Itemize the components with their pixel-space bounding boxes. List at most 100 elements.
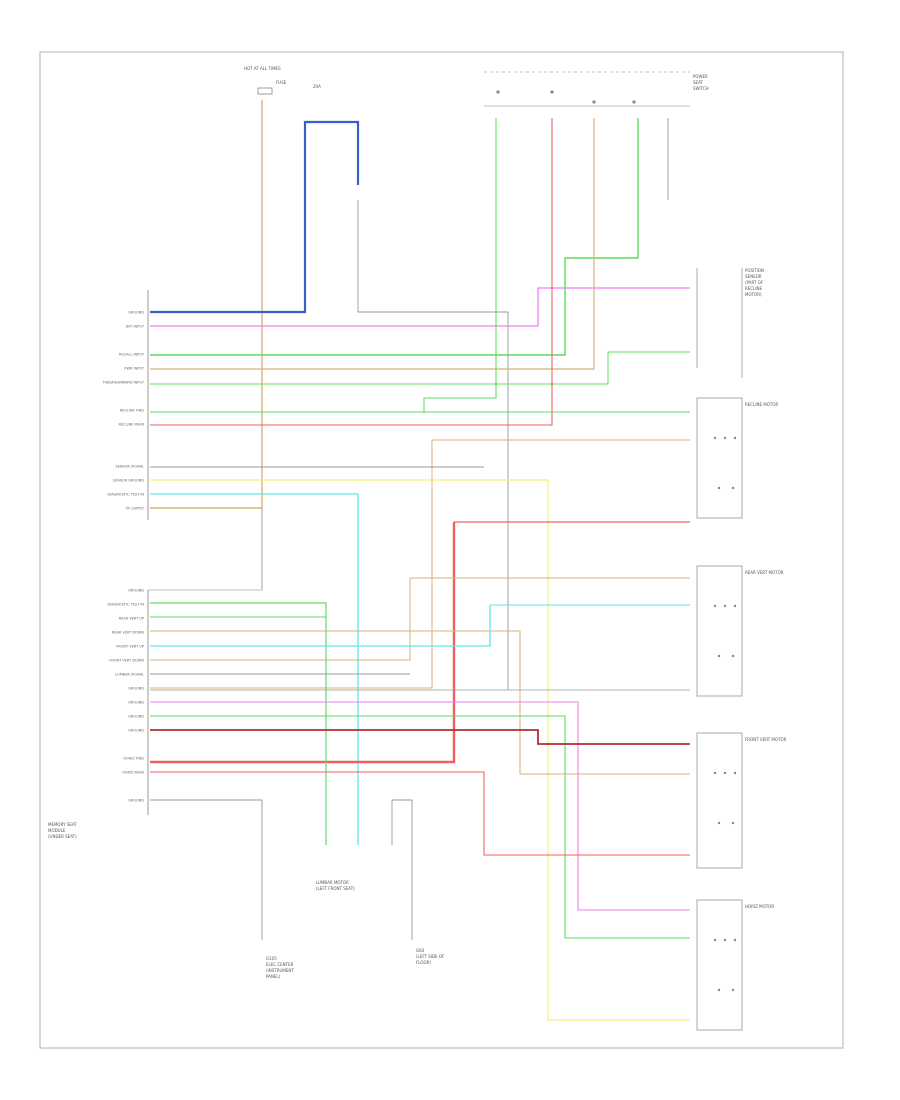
bottom-left-1: ELEC CENTER <box>266 962 294 967</box>
sensor-label-3: RECLINE <box>745 286 763 291</box>
module-pin-upper-0: GROUND <box>128 311 144 315</box>
motor-terminal-1-4 <box>731 654 735 658</box>
control-module: MEMORY SEAT MODULE (UNDER SEAT) <box>48 290 262 839</box>
motor-label-0: RECLINE MOTOR <box>745 402 778 407</box>
module-pins-lower: GROUND DIAGNOSTIC TEST IN REAR VERT UP REAR… <box>107 589 144 803</box>
module-pin-upper-4: PWR INPUT <box>124 367 144 371</box>
module-title-1: MODULE <box>48 828 66 833</box>
wire-tan-fuse <box>150 100 263 509</box>
wire-blue <box>150 120 360 314</box>
module-pin-lower-12: HORIZ FWD <box>123 757 144 761</box>
wire-gray-g60 <box>391 799 413 940</box>
bottom-connectors: G105 ELEC CENTER (INSTRUMENT PANEL) LUMB… <box>266 880 445 979</box>
motor-terminal-0-4 <box>731 486 735 490</box>
bottom-right-0: G60 <box>416 948 425 953</box>
motor-terminal-1-3 <box>717 654 721 658</box>
motor-label-1: REAR VERT MOTOR <box>745 570 784 575</box>
diagram-frame <box>39 51 844 1049</box>
wire-red-thick <box>150 522 456 764</box>
bottom-right-1: (LEFT SIDE OF <box>416 954 445 959</box>
module-pin-upper-14: 5V SUPPLY <box>126 507 145 511</box>
module-pin-upper-1: BAT INPUT <box>126 325 145 329</box>
module-pin-lower-3: REAR VERT DOWN <box>112 631 145 635</box>
motor-terminal-0-2 <box>733 436 737 440</box>
switch-label-0: POWER <box>693 74 708 79</box>
module-pin-lower-6: LUMBAR SIGNAL <box>115 673 144 677</box>
wire-cyan <box>150 493 359 845</box>
sensor-label-0: POSITION <box>745 268 764 273</box>
wire-tan-front-2 <box>150 578 411 661</box>
power-seat-switch: POWER SEAT SWITCH <box>484 71 709 107</box>
fuse-amp: 20A <box>313 84 321 89</box>
module-pin-lower-5: FRONT VERT DOWN <box>109 659 144 663</box>
module-pin-upper-8: RECLINE REAR <box>119 423 145 427</box>
module-pin-lower-2: REAR VERT UP <box>119 617 144 621</box>
module-pin-lower-1: DIAGNOSTIC TEST IN <box>107 603 144 607</box>
bottom-mid-1: (LEFT FRONT SEAT) <box>316 886 355 891</box>
module-pin-upper-12: SENSOR GROUND <box>113 479 145 483</box>
fuse: HOT AT ALL TIMES FUSE 20A <box>244 66 321 95</box>
module-pin-lower-10: GROUND <box>128 729 144 733</box>
module-pin-lower-15: GROUND <box>128 799 144 803</box>
wire-gray-ground <box>150 799 263 940</box>
fuse-label: FUSE <box>276 80 287 85</box>
module-pins-upper: GROUND BAT INPUT RECALL INPUT PWR INPUT FWD/… <box>103 311 145 511</box>
wire-red-1 <box>150 118 553 426</box>
motor-terminal-3-1 <box>723 938 727 942</box>
motor-terminal-1-0 <box>713 604 717 608</box>
sensor-label-4: MOTOR) <box>745 292 762 297</box>
module-pin-upper-13: DIAGNOSTIC TEST IN <box>107 493 144 497</box>
motor-terminal-1-1 <box>723 604 727 608</box>
module-pin-upper-5: FWD/REARWARD INPUT <box>103 381 145 385</box>
motor-terminal-0-0 <box>713 436 717 440</box>
module-pin-lower-4: FRONT VERT UP <box>116 645 144 649</box>
sensor-label-1: SENSOR <box>745 274 762 279</box>
wire-tan-lower <box>150 440 433 689</box>
bottom-left-3: PANEL) <box>266 974 281 979</box>
wire-darkred <box>150 729 690 745</box>
motor-box-3 <box>696 899 743 1031</box>
module-pin-lower-9: GROUND <box>128 715 144 719</box>
motor-box-1 <box>696 565 743 697</box>
wire-yellow <box>150 479 690 1021</box>
wire-green-2 <box>150 351 690 385</box>
sensor-label-2: (PART OF <box>745 280 764 285</box>
wires <box>150 100 690 1021</box>
motor-terminal-3-2 <box>733 938 737 942</box>
motor-label-3: HORIZ MOTOR <box>745 904 774 909</box>
motor-terminal-2-4 <box>731 821 735 825</box>
bottom-mid-0: LUMBAR MOTOR <box>316 880 349 885</box>
motor-terminal-3-0 <box>713 938 717 942</box>
wire-gray <box>357 200 509 690</box>
motor-terminal-2-2 <box>733 771 737 775</box>
bottom-left-0: G105 <box>266 956 277 961</box>
module-pin-lower-13: HORIZ REAR <box>122 771 144 775</box>
wire-green-horiz <box>150 715 690 939</box>
motor-terminal-0-3 <box>717 486 721 490</box>
wire-pink-lower <box>150 701 690 911</box>
motor-terminal-2-1 <box>723 771 727 775</box>
motor-label-2: FRONT VERT MOTOR <box>745 737 787 742</box>
motor-box-0 <box>696 397 743 519</box>
wire-pink-1 <box>150 287 690 327</box>
motor-terminal-3-4 <box>731 988 735 992</box>
motor-terminal-2-0 <box>713 771 717 775</box>
motor-terminal-2-3 <box>717 821 721 825</box>
module-pin-upper-3: RECALL INPUT <box>119 353 145 357</box>
switch-label-1: SEAT <box>693 80 703 85</box>
module-pin-lower-7: GROUND <box>128 687 144 691</box>
module-pin-lower-0: GROUND <box>128 589 144 593</box>
wire-green-lower-1 <box>150 602 327 845</box>
module-pin-lower-8: GROUND <box>128 701 144 705</box>
bottom-right-2: FLOOR) <box>416 960 431 965</box>
position-sensor-connector: POSITION SENSOR (PART OF RECLINE MOTOR) <box>696 268 764 378</box>
wire-cyan-lower <box>150 605 491 647</box>
fuse-title: HOT AT ALL TIMES <box>244 66 281 71</box>
wire-green-3 <box>150 118 497 413</box>
module-title-0: MEMORY SEAT <box>48 822 77 827</box>
motor-terminal-0-1 <box>723 436 727 440</box>
module-pin-upper-11: SENSOR SIGNAL <box>115 465 144 469</box>
wire-tan-2 <box>150 118 595 370</box>
module-title-2: (UNDER SEAT) <box>48 834 77 839</box>
